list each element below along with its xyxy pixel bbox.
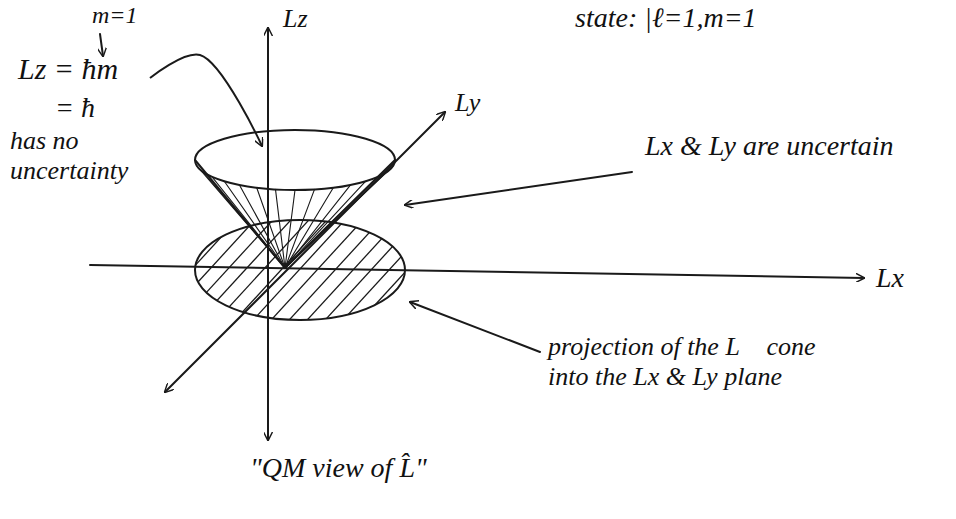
- axis-label: Lx: [876, 262, 904, 294]
- pointer-arrow: [410, 302, 540, 352]
- axis-label: Ly: [455, 88, 480, 118]
- cone-hatch: [197, 166, 285, 268]
- cone-rim: [195, 130, 395, 190]
- cone-hatch: [285, 181, 366, 268]
- cone-side: [285, 160, 395, 268]
- hatch-line: [118, 210, 228, 330]
- note: projection of the L⃗ cone into the Lx & …: [548, 332, 818, 392]
- axis-label: Lz: [283, 4, 308, 34]
- hatch-line: [82, 210, 192, 330]
- hatch-line: [10, 210, 120, 330]
- cone-hatch: [285, 166, 393, 268]
- note: has no uncertainty: [10, 126, 160, 186]
- cone-hatch: [285, 185, 351, 268]
- note: Lx & Ly are uncertain: [645, 130, 935, 162]
- cone-side: [195, 160, 285, 268]
- caption-note: "QM view of L̂": [250, 452, 427, 484]
- cone-hatch: [239, 185, 285, 268]
- hatch-line: [64, 210, 174, 330]
- formula: = ħ: [55, 92, 95, 124]
- hatch-line: [136, 210, 246, 330]
- hatch-line: [0, 210, 84, 330]
- lz-axis: [267, 28, 269, 440]
- state-label: state: |ℓ=1,m=1: [575, 2, 757, 34]
- hatch-line: [154, 210, 264, 330]
- lx-axis: [90, 265, 864, 278]
- quantum-number: m=1: [92, 2, 138, 30]
- cone-hatch: [224, 181, 285, 268]
- hatch-line: [0, 210, 102, 330]
- cone-hatch: [285, 190, 295, 268]
- hatch-line: [28, 210, 138, 330]
- pointer-arrow: [405, 172, 632, 205]
- cone-hatch: [285, 171, 387, 268]
- formula: Lz = ħm: [18, 52, 118, 87]
- hatch-line: [46, 210, 156, 330]
- pointer-arrow: [150, 55, 262, 146]
- cone-hatch: [285, 177, 378, 268]
- ly-axis: [165, 112, 445, 392]
- cone-hatch: [257, 188, 285, 268]
- cone-hatch: [285, 188, 333, 268]
- cone-hatch: [285, 189, 315, 268]
- hatch-line: [172, 210, 282, 330]
- hatch-line: [100, 210, 210, 330]
